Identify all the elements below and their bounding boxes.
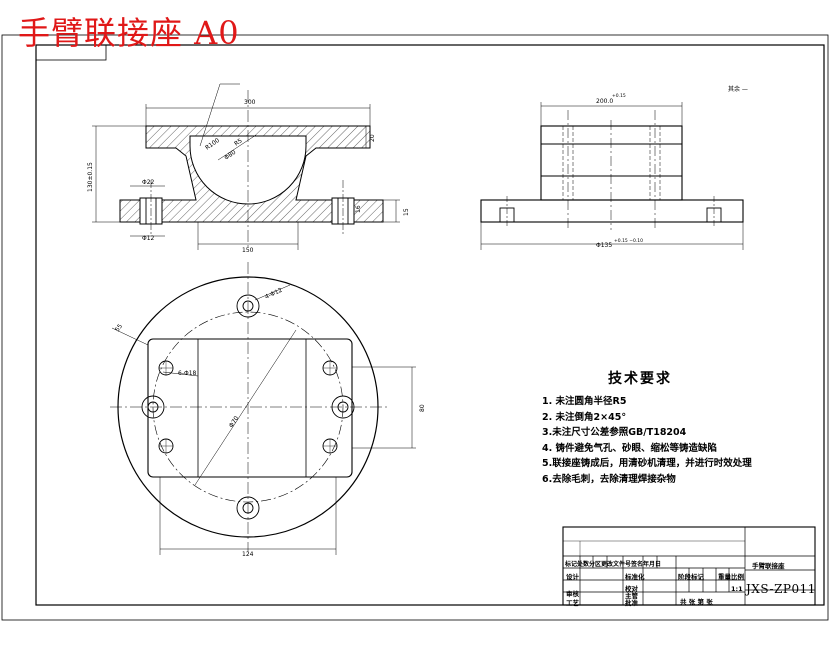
plan-dim-bottom: 124 xyxy=(242,551,254,558)
front-dim-flange: 20 xyxy=(369,134,376,142)
tb-drawing-number: JXS-ZP011 xyxy=(746,582,816,596)
tb-process: 工艺 xyxy=(566,599,579,607)
tech-heading: 技术要求 xyxy=(608,371,672,387)
outer-border xyxy=(1,34,829,621)
front-dim-height: 130±0.15 xyxy=(87,162,94,192)
tb-standard: 标准化 xyxy=(625,573,645,581)
tb-stage: 阶段标记 xyxy=(678,573,704,581)
drawing-title: 手臂联接座 A0 xyxy=(18,14,240,52)
tb-part-name: 手臂联接座 xyxy=(752,562,785,570)
plan-dim-pcd-tol: 4-Φ12 xyxy=(264,287,284,301)
plan-dim-outer: 55 xyxy=(114,323,124,333)
tb-approve: 批准 xyxy=(625,599,638,607)
plan-dim-right: 80 xyxy=(419,404,426,412)
plan-dim-hole: 6-Φ18 xyxy=(178,370,197,377)
tech-list: 1. 未注圆角半径R5 2. 未注倒角2×45° 3.未注尺寸公差参照GB/T1… xyxy=(542,394,782,488)
file-tag-box xyxy=(35,44,107,61)
front-bore xyxy=(189,135,307,205)
hole-left xyxy=(141,395,165,419)
tb-row-header: 标记处数分区更改文件号签名年月日 xyxy=(565,561,662,568)
front-dim-slot: Φ22 xyxy=(142,179,155,186)
tech-item: 6.去除毛刺，去除清理焊接杂物 xyxy=(542,473,676,485)
tech-item: 4. 铸件避免气孔、砂眼、缩松等铸造缺陷 xyxy=(542,442,718,454)
front-dim-base-thk: 15 xyxy=(403,208,410,216)
side-view xyxy=(480,102,744,250)
front-dim-r2: R5 xyxy=(233,137,244,147)
front-dim-top: 300 xyxy=(244,99,256,106)
hole-right xyxy=(331,395,355,419)
side-dim-top: 200.0 xyxy=(596,98,613,105)
front-dim-hole: Φ12 xyxy=(142,235,155,242)
tech-item: 1. 未注圆角半径R5 xyxy=(542,396,627,407)
side-dim-top-tol: +0.15 xyxy=(612,93,626,99)
plan-dim-pcd: Φ70 xyxy=(228,415,241,429)
technical-requirements: 技术要求 1. 未注圆角半径R5 2. 未注倒角2×45° 3.未注尺寸公差参照… xyxy=(542,368,782,488)
tb-check: 审核 xyxy=(566,590,579,598)
front-dim-bottom: 150 xyxy=(242,247,254,254)
front-view xyxy=(92,83,400,250)
tb-chief: 主管 xyxy=(625,592,638,600)
side-dim-bottom-tol: +0.15 −0.10 xyxy=(614,238,643,244)
hole-top xyxy=(236,294,260,318)
hole-bottom xyxy=(236,496,260,520)
plan-view xyxy=(110,262,416,555)
tb-ratio: 比例 xyxy=(731,573,744,581)
side-dim-bottom: Φ135 xyxy=(596,242,612,249)
tech-item: 2. 未注倒角2×45° xyxy=(542,411,627,423)
top-right-note: 其余 — xyxy=(728,85,748,93)
tb-weight: 重量 xyxy=(718,573,731,581)
tb-scale: 1:1 xyxy=(731,585,743,593)
tb-sheets: 共 张 第 张 xyxy=(680,598,713,606)
tech-item: 5.联接座铸成后，用清砂机清理，并进行时效处理 xyxy=(542,458,752,470)
front-dim-step: 16 xyxy=(355,205,362,213)
tb-design: 设计 xyxy=(566,573,579,581)
tb-proofread: 校对 xyxy=(625,585,638,593)
title-block xyxy=(562,526,816,606)
inner-border xyxy=(35,44,825,606)
tech-item: 3.未注尺寸公差参照GB/T18204 xyxy=(542,427,687,439)
